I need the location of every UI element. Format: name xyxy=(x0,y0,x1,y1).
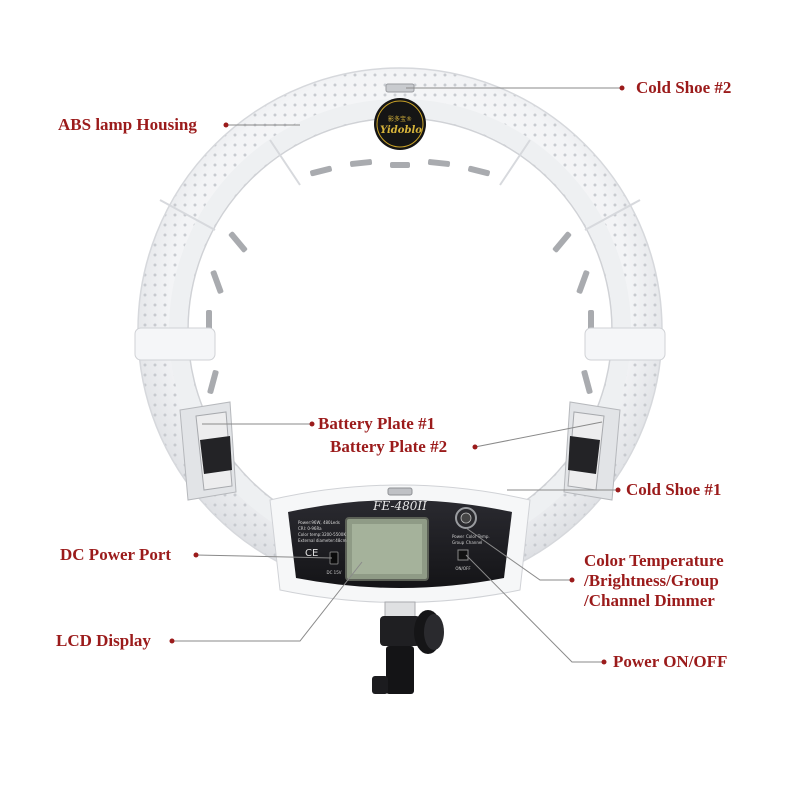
svg-text:Yidoblo: Yidoblo xyxy=(380,125,422,136)
label-line: /Brightness/Group xyxy=(584,571,719,590)
label-battery-plate-2: Battery Plate #2 xyxy=(330,437,448,456)
label-lcd-display: LCD Display xyxy=(56,631,151,650)
svg-text:Channel: Channel xyxy=(466,540,482,545)
svg-text:Power:96W, 480Leds: Power:96W, 480Leds xyxy=(298,520,340,525)
svg-text:External diameter:48cm: External diameter:48cm xyxy=(298,538,347,543)
label-line: Color Temperature xyxy=(584,551,724,570)
leader-lines xyxy=(172,87,622,663)
svg-text:Color temp:3200-5500K: Color temp:3200-5500K xyxy=(298,532,346,537)
power-switch xyxy=(457,549,469,561)
cold-shoe-1 xyxy=(387,487,413,496)
battery-plate-1 xyxy=(179,401,237,501)
svg-text:Power: Power xyxy=(452,534,464,539)
battery-plate-2 xyxy=(563,401,621,501)
label-battery-plate-1: Battery Plate #1 xyxy=(318,414,436,433)
label-power-on-off: Power ON/OFF xyxy=(613,652,728,671)
svg-text:影多宝®: 影多宝® xyxy=(388,115,412,123)
label-abs-lamp-housing: ABS lamp Housing xyxy=(58,115,197,134)
brand-logo: 影多宝® Yidoblo xyxy=(374,98,426,150)
ce-mark: CE xyxy=(305,548,318,559)
leader-dots xyxy=(169,85,625,665)
label-cold-shoe-1: Cold Shoe #1 xyxy=(626,480,722,499)
svg-text:CRI: 0-96Ra: CRI: 0-96Ra xyxy=(298,526,322,531)
label-cold-shoe-2: Cold Shoe #2 xyxy=(636,78,732,97)
label-dc-power-port: DC Power Port xyxy=(60,545,172,564)
svg-text:DC 15V: DC 15V xyxy=(327,570,342,575)
control-base: FE-480II Power:96W, 480Leds CRI: 0-96Ra … xyxy=(269,484,531,603)
stand-mount xyxy=(372,601,444,694)
model-label: FE-480II xyxy=(372,499,427,513)
svg-text:ON/OFF: ON/OFF xyxy=(455,566,471,571)
label-color-temperature-dimmer: Color Temperature /Brightness/Group /Cha… xyxy=(584,551,724,611)
abs-lamp-housing xyxy=(134,67,666,593)
svg-text:Group: Group xyxy=(452,540,465,545)
label-line: /Channel Dimmer xyxy=(584,591,715,610)
